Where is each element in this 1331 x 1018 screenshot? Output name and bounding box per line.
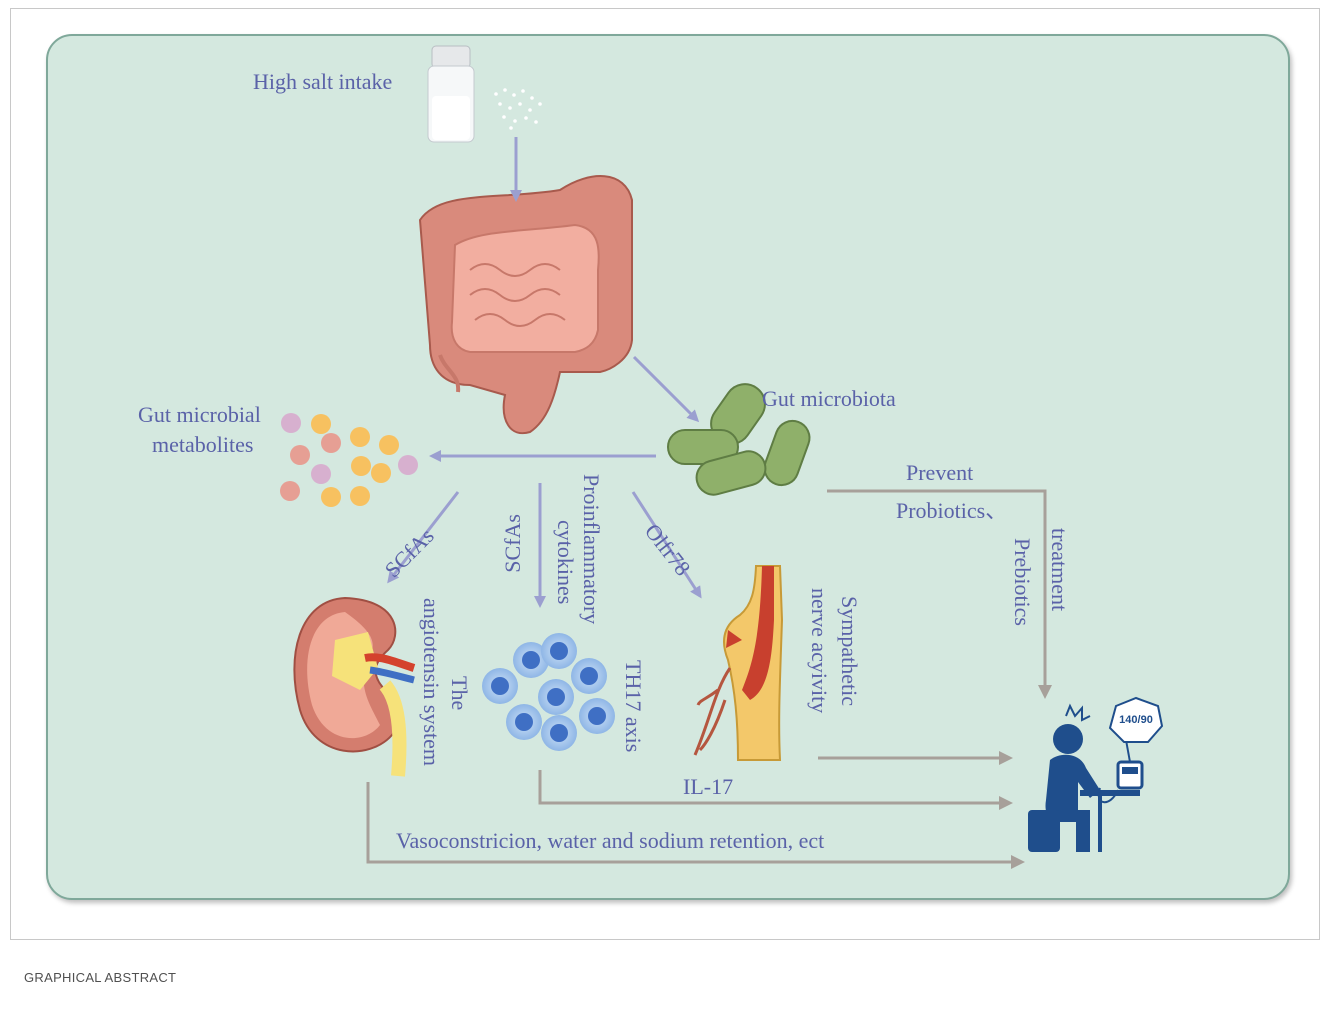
metabolites-label-line2: metabolites bbox=[152, 434, 253, 456]
prevent-label: Prevent bbox=[906, 462, 973, 484]
arrow-gut-to-microbiota bbox=[634, 357, 697, 420]
angiotensin-label-line2: angiotensin system bbox=[420, 598, 442, 766]
scfas-mid-label: SCfAs bbox=[502, 514, 524, 573]
stress-burst-icon bbox=[1066, 706, 1090, 720]
treatment-label: treatment bbox=[1048, 528, 1070, 611]
kidney-icon bbox=[294, 598, 414, 776]
salt-grains-icon bbox=[494, 88, 542, 130]
intestine-icon bbox=[420, 176, 632, 433]
vasoconstriction-label: Vasoconstricion, water and sodium retent… bbox=[396, 830, 824, 852]
figure-caption: GRAPHICAL ABSTRACT bbox=[24, 970, 176, 985]
angiotensin-label-line1: The bbox=[448, 676, 470, 710]
arrow-il17 bbox=[540, 770, 1010, 803]
prebiotics-label: Prebiotics bbox=[1011, 538, 1033, 626]
metabolite-dots-icon bbox=[280, 413, 418, 507]
metabolites-label-line1: Gut microbial bbox=[138, 404, 261, 426]
bp-reading: 140/90 bbox=[1114, 714, 1158, 726]
th17-label: TH17 axis bbox=[622, 660, 644, 752]
probiotics-label: Probiotics、 bbox=[896, 500, 1007, 522]
immune-cells-icon bbox=[482, 633, 615, 751]
proinflammatory-label-line1: Proinflammatory bbox=[580, 474, 602, 624]
high-salt-label: High salt intake bbox=[253, 71, 392, 93]
gut-microbiota-label: Gut microbiota bbox=[762, 388, 896, 410]
blood-vessel-icon bbox=[695, 566, 782, 760]
proinflammatory-label-line2: cytokines bbox=[554, 520, 576, 604]
il17-label: IL-17 bbox=[683, 776, 733, 798]
sympathetic-label-line1: Sympathetic bbox=[838, 596, 860, 706]
salt-shaker-icon bbox=[428, 46, 474, 142]
sympathetic-label-line2: nerve acyivity bbox=[808, 588, 830, 713]
